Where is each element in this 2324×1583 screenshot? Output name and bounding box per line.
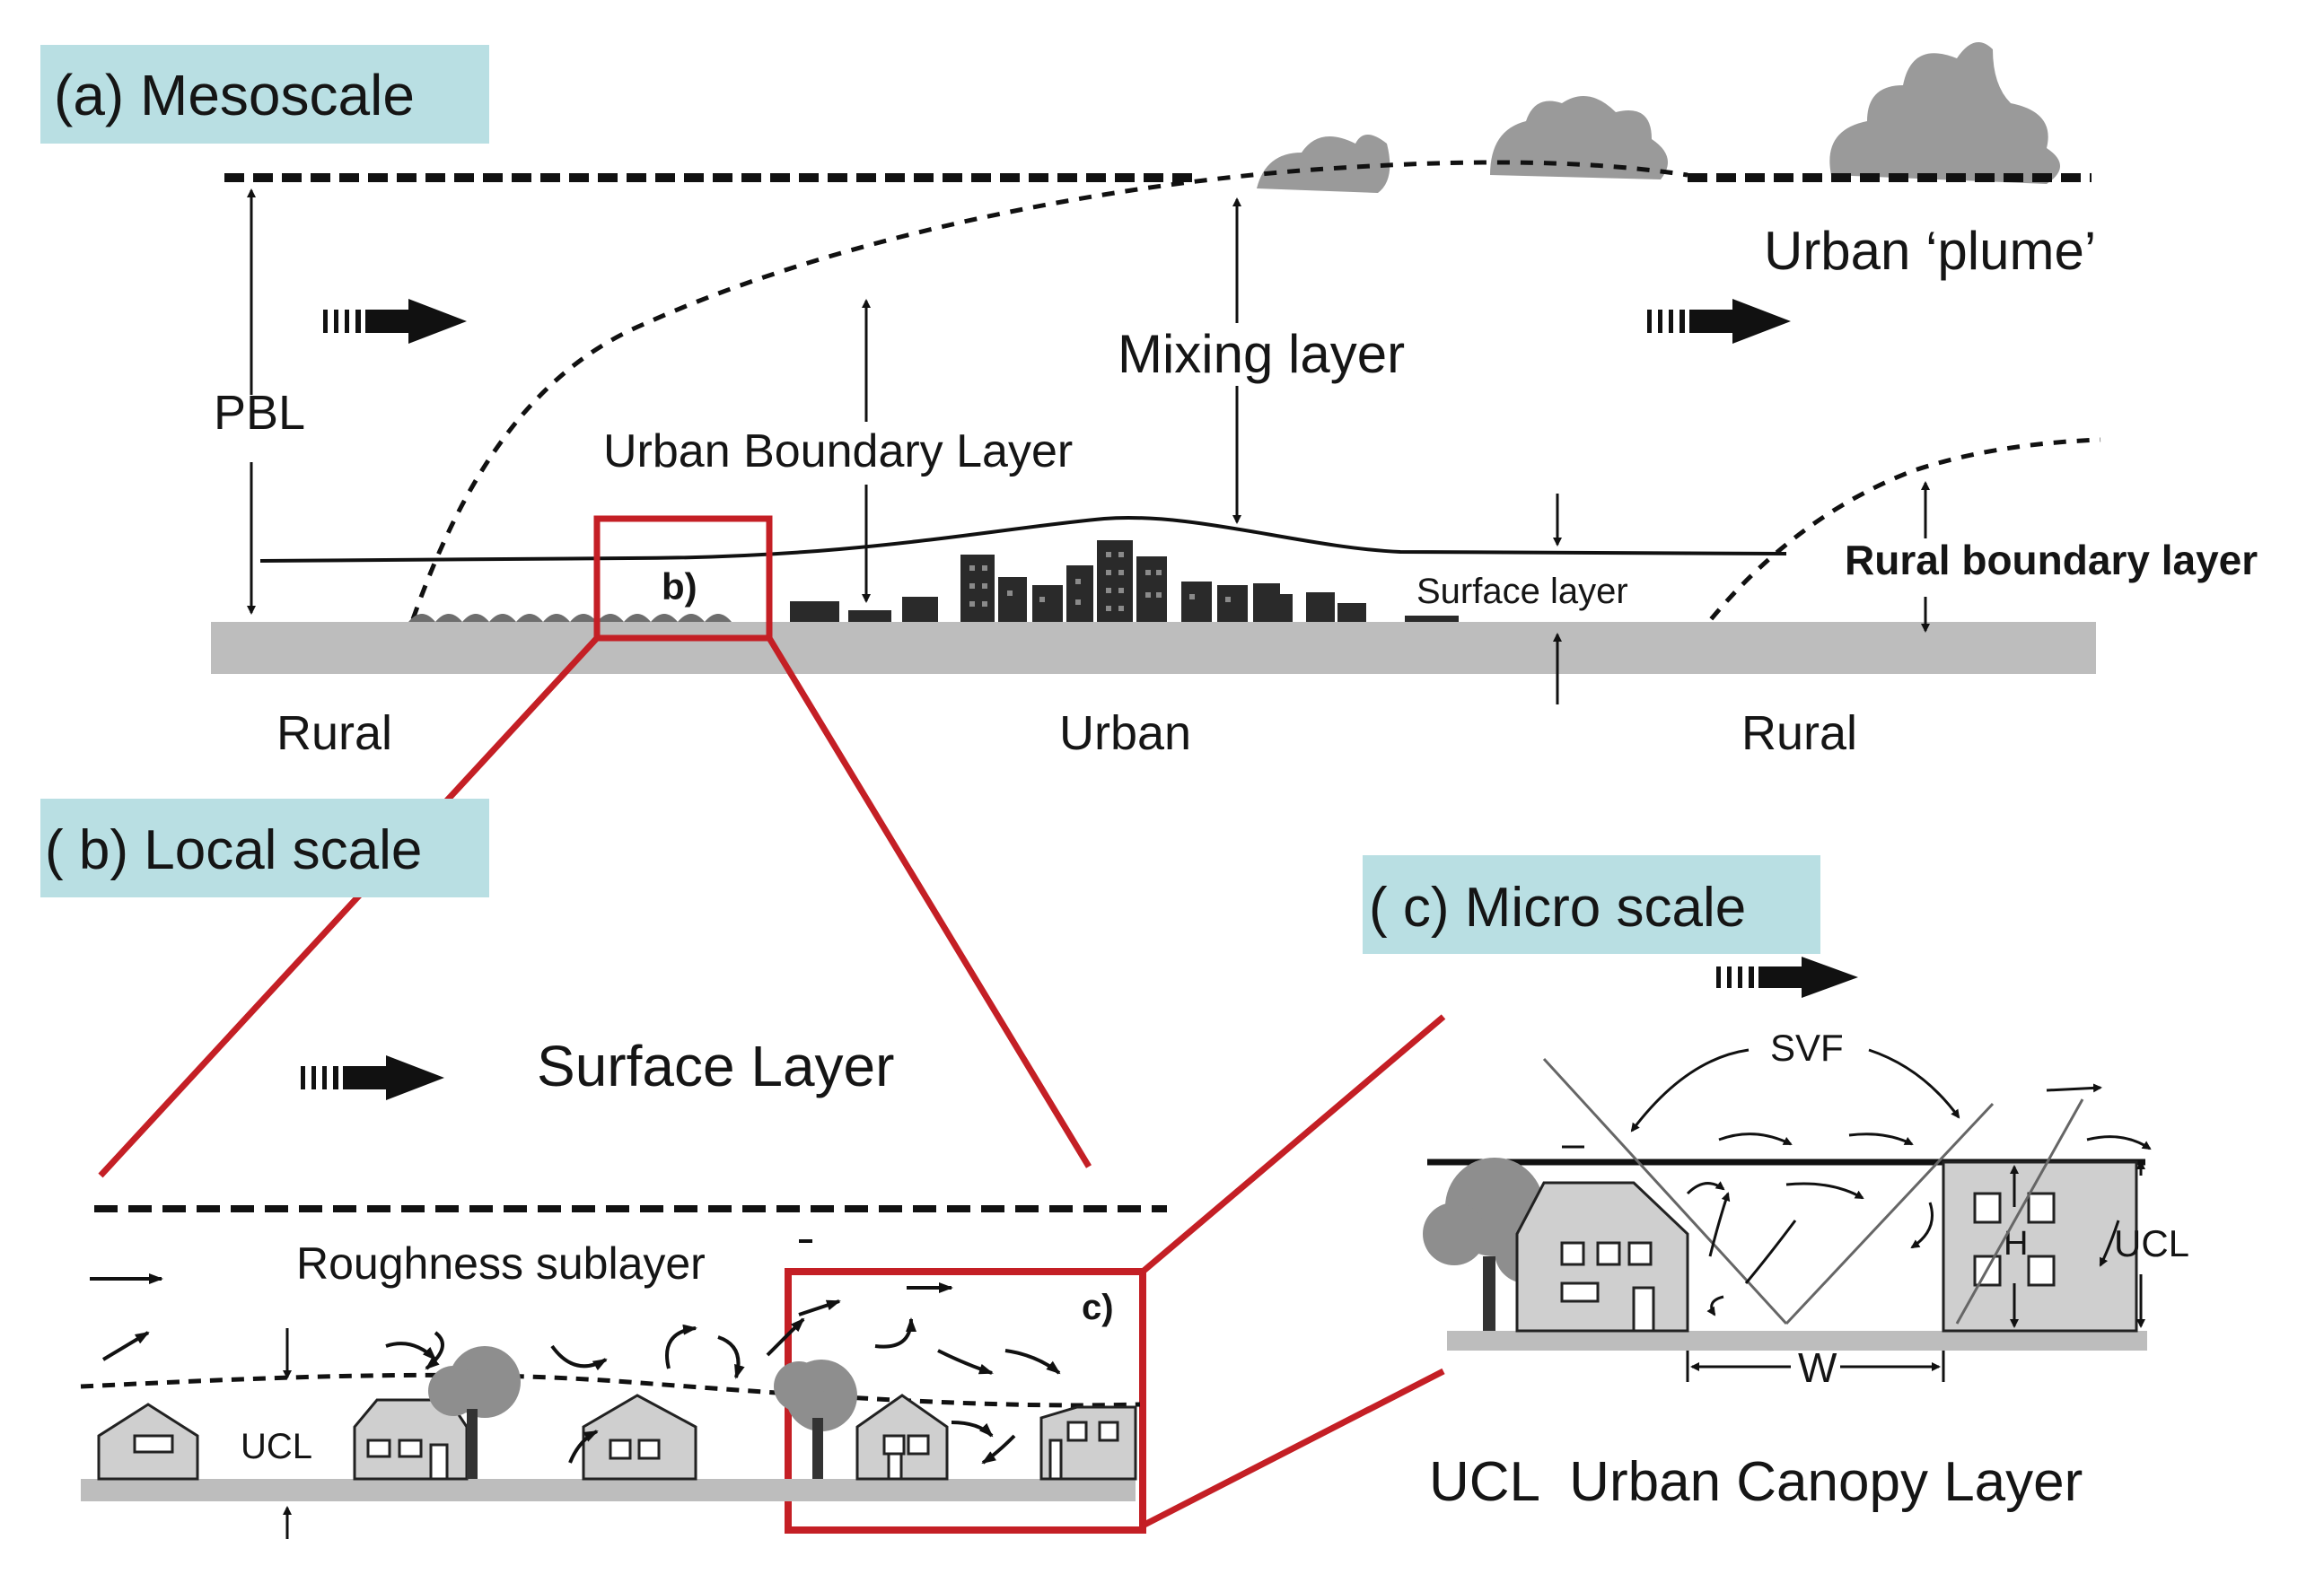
pbl-label: PBL — [214, 386, 305, 440]
house-icon — [1515, 1181, 1689, 1333]
zoom-line-b-right — [767, 636, 1092, 1168]
zoom-line-c-top — [1140, 1014, 1446, 1274]
local-ground — [81, 1479, 1136, 1501]
rbl-curve — [1695, 437, 2101, 639]
ubl-envelope — [410, 160, 1688, 620]
ucl-label-micro: UCL — [2114, 1222, 2189, 1264]
svf-label: SVF — [1770, 1027, 1844, 1069]
rbl-label: Rural boundary layer — [1845, 537, 2258, 583]
rural-left-label: Rural — [276, 706, 392, 760]
local-label: ( b) Local scale — [45, 819, 422, 881]
zoom-line-c-bottom — [1141, 1368, 1445, 1529]
sky-view-lines — [1542, 1057, 2084, 1325]
mixing-layer-label: Mixing layer — [1118, 324, 1405, 384]
ubl-label: Urban Boundary Layer — [603, 425, 1073, 477]
zoom-line-b-left — [98, 635, 600, 1178]
local-label-bg — [40, 799, 489, 897]
h-label: H — [2004, 1225, 2028, 1263]
mesoscale-label: (a) Mesoscale — [54, 63, 415, 127]
surface-layer-label: Surface layer — [1416, 572, 1628, 611]
ucl-label-local: UCL — [241, 1427, 312, 1466]
zoom-box-b — [593, 515, 773, 642]
micro-panel: ( c) Micro scale SVF — [1363, 855, 2189, 1513]
tree-icon — [428, 1346, 521, 1479]
wind-arrow-icon — [1716, 957, 1858, 998]
wind-arrow-icon — [1647, 299, 1791, 344]
tree-icon — [774, 1360, 857, 1479]
flow-arrows — [90, 1239, 1061, 1465]
micro-ground — [1447, 1331, 2147, 1351]
micro-label-bg — [1363, 855, 1820, 954]
building-icon — [1942, 1160, 2138, 1333]
house-icon — [855, 1394, 949, 1481]
mesoscale-panel: (a) Mesoscale — [40, 42, 2258, 760]
roughness-label: Roughness sublayer — [296, 1238, 706, 1289]
rural-right-label: Rural — [1741, 706, 1857, 760]
inset-c-label: c) — [1082, 1288, 1114, 1327]
micro-flow-arrows — [1562, 1048, 2152, 1316]
house-icon — [97, 1403, 199, 1481]
micro-label: ( c) Micro scale — [1369, 877, 1746, 939]
city-skyline — [790, 540, 1459, 622]
w-label: W — [1798, 1344, 1837, 1391]
urban-plume-label: Urban ‘plume’ — [1764, 221, 2096, 281]
roughness-boundary — [80, 1372, 1141, 1408]
ucl-caption: UCL Urban Canopy Layer — [1429, 1451, 2083, 1513]
local-panel: ( b) Local scale Surface Layer Roughness… — [40, 799, 1167, 1539]
mesoscale-label-bg — [40, 45, 489, 144]
surface-layer-title: Surface Layer — [537, 1034, 894, 1098]
house-icon — [1039, 1405, 1137, 1481]
wind-arrow-icon — [323, 299, 467, 344]
inset-b-label: b) — [662, 565, 697, 608]
mesoscale-ground — [211, 622, 2096, 674]
house-icon — [582, 1394, 697, 1481]
cloud-icon — [1257, 135, 1390, 193]
cloud-icon — [1490, 96, 1668, 179]
wind-arrow-icon — [301, 1055, 444, 1100]
cloud-icon — [1829, 42, 2060, 184]
surface-layer-line — [259, 515, 1787, 563]
vegetation — [408, 614, 732, 622]
urban-label: Urban — [1059, 706, 1191, 760]
